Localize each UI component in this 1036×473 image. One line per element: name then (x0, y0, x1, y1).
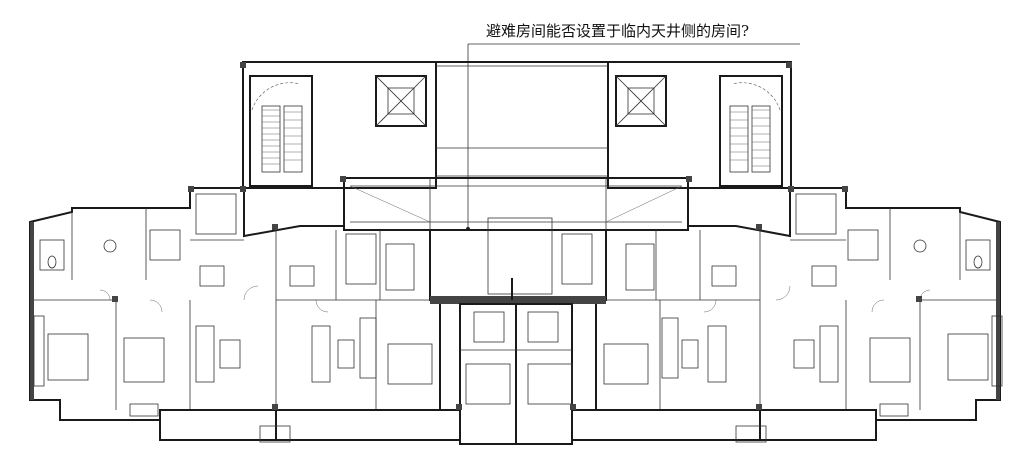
bathroom-fixtures (39, 193, 991, 291)
west-unit-walls (29, 187, 441, 421)
bay-windows (33, 315, 1003, 387)
elevator-right (615, 75, 667, 127)
living-furniture (195, 325, 839, 383)
stair-right (719, 75, 783, 187)
dining-tables (103, 239, 927, 287)
elevator-left (375, 75, 427, 127)
inner-light-well (343, 177, 689, 231)
balconies (129, 403, 909, 443)
annotation-question: 避难房间能否设置于临内天井侧的房间? (486, 22, 750, 40)
stair-left (249, 75, 313, 187)
structural-columns (112, 62, 922, 410)
east-unit-walls (595, 187, 1001, 421)
beds (47, 333, 989, 405)
core-block (242, 61, 792, 189)
annotation-leader (466, 43, 800, 231)
